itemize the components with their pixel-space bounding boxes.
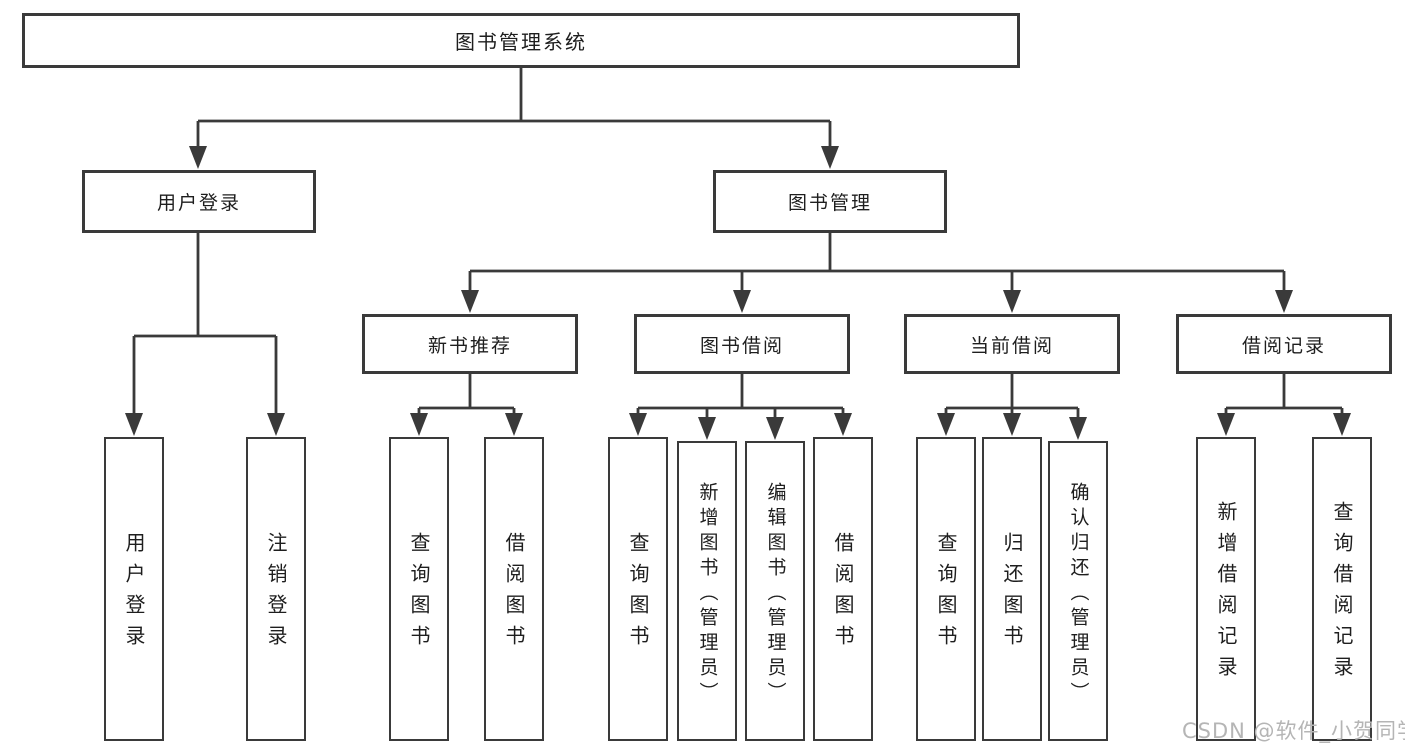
- leaf-query-books-borrowing: 查询图书: [608, 437, 668, 741]
- node-current-borrowing: 当前借阅: [904, 314, 1120, 374]
- node-library-management-system: 图书管理系统: [22, 13, 1020, 68]
- leaf-borrow-books-recommend: 借阅图书: [484, 437, 544, 741]
- leaf-query-books-current: 查询图书: [916, 437, 976, 741]
- arrowheads: [125, 146, 1351, 440]
- csdn-watermark: CSDN @软件_小贺同学: [1182, 719, 1405, 743]
- leaf-logout: 注销登录: [246, 437, 306, 741]
- node-borrow-records: 借阅记录: [1176, 314, 1392, 374]
- leaf-confirm-return-admin: 确认归还（管理员）: [1048, 441, 1108, 741]
- leaf-query-borrow-record: 查询借阅记录: [1312, 437, 1372, 741]
- leaf-return-books: 归还图书: [982, 437, 1042, 741]
- node-new-book-recommend: 新书推荐: [362, 314, 578, 374]
- node-book-borrowing: 图书借阅: [634, 314, 850, 374]
- leaf-query-books-recommend: 查询图书: [389, 437, 449, 741]
- leaf-edit-books-admin: 编辑图书（管理员）: [745, 441, 805, 741]
- leaf-add-borrow-record: 新增借阅记录: [1196, 437, 1256, 741]
- leaf-add-books-admin: 新增图书（管理员）: [677, 441, 737, 741]
- leaf-borrow-books: 借阅图书: [813, 437, 873, 741]
- node-book-management: 图书管理: [713, 170, 947, 233]
- leaf-user-login: 用户登录: [104, 437, 164, 741]
- node-user-login: 用户登录: [82, 170, 316, 233]
